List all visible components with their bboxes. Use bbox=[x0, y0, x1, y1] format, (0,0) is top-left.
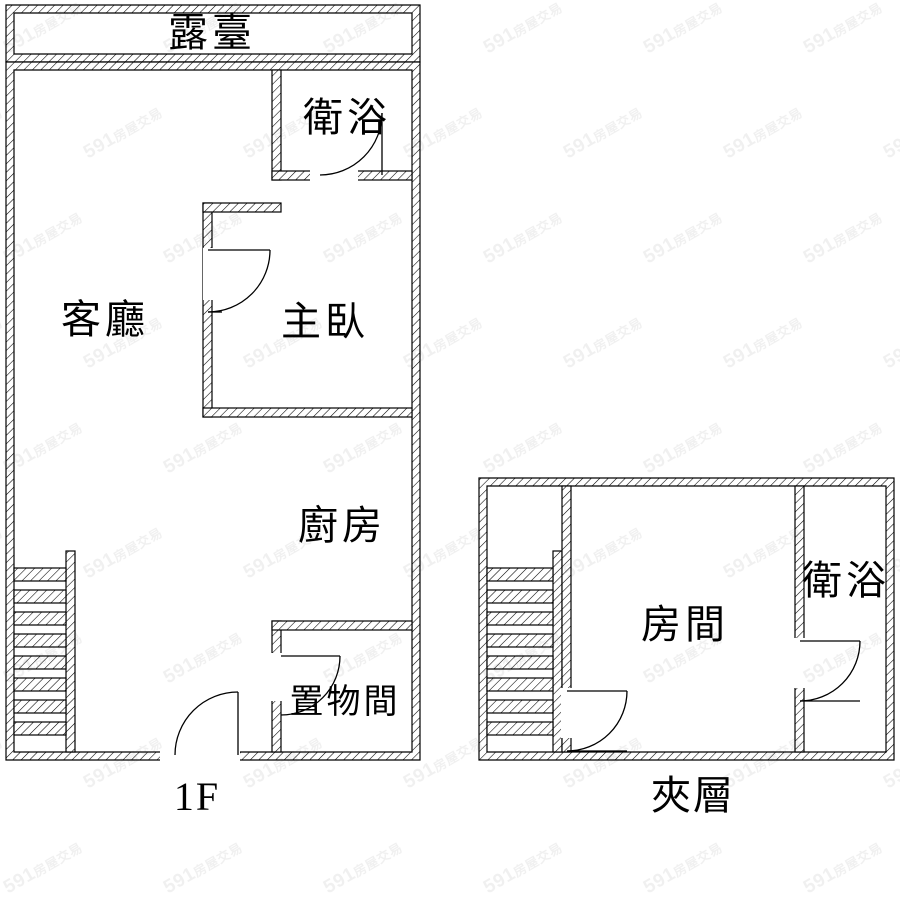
bathroom-door-opening bbox=[794, 638, 805, 688]
watermark-text: 591房屋交易 bbox=[160, 836, 247, 899]
room-label-storage: 置物間 bbox=[289, 682, 401, 722]
storage-top-wall bbox=[271, 620, 413, 631]
stair-tread bbox=[486, 655, 554, 670]
room-label-kitchen: 廚房 bbox=[298, 503, 386, 549]
bathroom-door-arc bbox=[319, 112, 383, 176]
stair-tread bbox=[486, 633, 554, 648]
stair-tread bbox=[13, 611, 67, 626]
stair-tread bbox=[13, 677, 67, 692]
room-label-bedroom: 房間 bbox=[641, 602, 729, 648]
stair-tread bbox=[486, 611, 554, 626]
master-door-opening bbox=[203, 248, 213, 300]
stair-tread bbox=[13, 655, 67, 670]
bathroom-door-opening bbox=[310, 170, 358, 181]
watermark-suffix: 房屋交易 bbox=[830, 839, 886, 880]
watermark-brand: 591 bbox=[160, 863, 200, 899]
watermark-text: 591房屋交易 bbox=[480, 836, 567, 899]
watermark-brand: 591 bbox=[480, 863, 520, 899]
bathroom-left-wall bbox=[271, 69, 282, 181]
room-label-master: 主臥 bbox=[281, 299, 369, 345]
watermark-text: 591房屋交易 bbox=[800, 836, 887, 899]
room-label-mz-bathroom: 衛浴 bbox=[802, 558, 890, 604]
master-left-wall bbox=[202, 202, 213, 418]
door-swings-mezzanine bbox=[566, 640, 861, 752]
stair-tread bbox=[13, 699, 67, 714]
bedroom-door-opening bbox=[561, 688, 572, 738]
entry-door-opening bbox=[160, 751, 240, 761]
watermark-brand: 591 bbox=[320, 863, 360, 899]
wall-group-mezzanine bbox=[478, 477, 895, 761]
bathroom-partition-wall bbox=[794, 485, 805, 753]
entry-door-arc bbox=[174, 691, 239, 756]
stair-tread bbox=[486, 567, 554, 582]
storage-door-arc bbox=[280, 655, 341, 716]
master-bottom-wall bbox=[202, 407, 413, 418]
mezzanine-plan bbox=[478, 477, 895, 761]
storage-door-opening bbox=[271, 653, 282, 701]
room-label-bathroom: 衛浴 bbox=[303, 95, 391, 141]
watermark-brand: 591 bbox=[640, 863, 680, 899]
room-label-living: 客廳 bbox=[61, 297, 149, 343]
watermark-text: 591房屋交易 bbox=[0, 836, 87, 899]
stair-stringer bbox=[65, 550, 76, 753]
bedroom-door-arc bbox=[566, 690, 628, 752]
door-swings-1f bbox=[174, 112, 383, 756]
stair-tread bbox=[486, 589, 554, 604]
stair-tread bbox=[13, 589, 67, 604]
stair-tread bbox=[13, 567, 67, 582]
stairwell-partition-wall bbox=[561, 485, 572, 753]
stair-tread bbox=[486, 677, 554, 692]
watermark-text: 591房屋交易 bbox=[640, 836, 727, 899]
stair-tread bbox=[13, 721, 67, 736]
master-top-wall bbox=[202, 202, 282, 213]
room-label-balcony: 露臺 bbox=[168, 10, 256, 56]
floor-label-mezzanine: 夾層 bbox=[651, 773, 735, 818]
stair-tread bbox=[486, 721, 554, 736]
mz-bathroom-door-arc bbox=[799, 640, 861, 702]
door-openings-1f bbox=[160, 170, 358, 761]
watermark-text: 591房屋交易 bbox=[320, 836, 407, 899]
door-openings-mezzanine bbox=[561, 638, 805, 738]
watermark-brand: 591 bbox=[800, 863, 840, 899]
watermark-suffix: 房屋交易 bbox=[190, 839, 246, 880]
floor-label-first-floor: 1F bbox=[173, 774, 221, 819]
watermark-suffix: 房屋交易 bbox=[670, 839, 726, 880]
stair-tread bbox=[486, 699, 554, 714]
master-door-arc bbox=[207, 249, 271, 313]
stair-tread bbox=[13, 633, 67, 648]
watermark-suffix: 房屋交易 bbox=[350, 839, 406, 880]
stair-stringer bbox=[552, 550, 563, 753]
floor-plan-drawing bbox=[5, 4, 895, 761]
first-floor-plan bbox=[5, 4, 421, 761]
watermark-brand: 591 bbox=[0, 863, 40, 899]
watermark-suffix: 房屋交易 bbox=[510, 839, 566, 880]
watermark-suffix: 房屋交易 bbox=[30, 839, 86, 880]
